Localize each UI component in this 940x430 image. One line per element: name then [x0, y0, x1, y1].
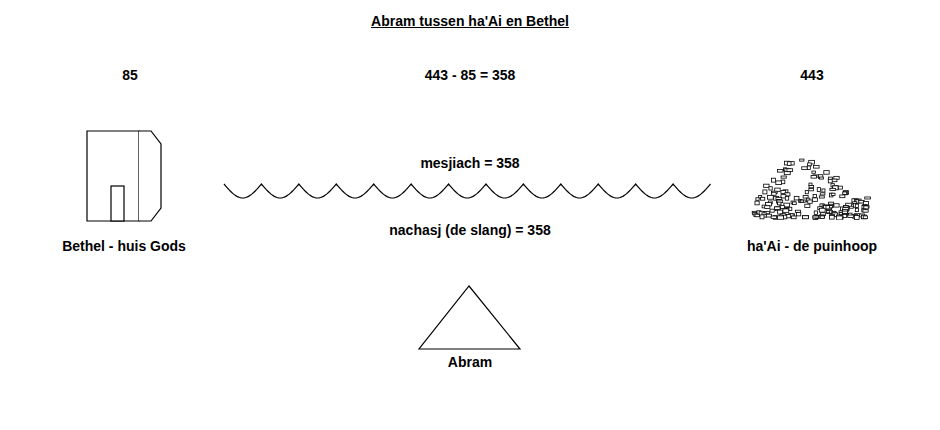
- node-caption: Abram: [413, 354, 527, 370]
- wave-connector: [224, 184, 711, 198]
- house-node: Bethel - huis Gods: [58, 128, 190, 254]
- equation-label: nachasj (de slang) = 358: [389, 222, 550, 238]
- node-caption: ha'Ai - de puinhoop: [743, 238, 882, 254]
- value-number: 443: [800, 67, 823, 83]
- equation-label: mesjiach = 358: [420, 155, 519, 171]
- value-number: 85: [122, 67, 138, 83]
- node-shape: [84, 128, 164, 224]
- node-shape: [417, 284, 523, 352]
- diagram-title: Abram tussen ha'Ai en Bethel: [371, 13, 569, 29]
- triangle-node: Abram: [413, 284, 527, 370]
- value-number: 443 - 85 = 358: [425, 67, 516, 83]
- node-caption: Bethel - huis Gods: [58, 238, 190, 254]
- rubble-node: ha'Ai - de puinhoop: [743, 146, 882, 254]
- node-shape: [750, 146, 874, 220]
